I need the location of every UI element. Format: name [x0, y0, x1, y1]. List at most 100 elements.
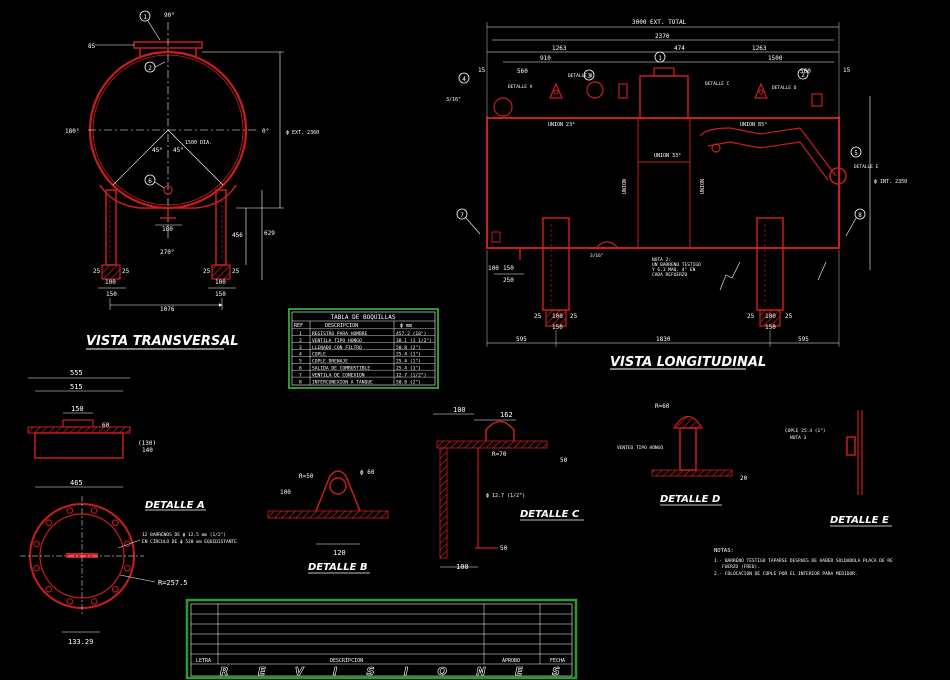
- bolt-hole: [124, 540, 131, 548]
- svg-text:120: 120: [333, 549, 346, 557]
- bolt-hole: [66, 507, 74, 514]
- svg-text:45°: 45°: [173, 147, 184, 154]
- table-cell: 25.4 (1"): [396, 366, 421, 372]
- svg-text:270°: 270°: [160, 249, 174, 256]
- table-cell: 12.7 (1/2"): [396, 372, 426, 378]
- svg-text:133.29: 133.29: [68, 638, 93, 646]
- svg-text:50: 50: [560, 457, 568, 464]
- svg-text:COPLE 25.4 (1"): COPLE 25.4 (1"): [785, 428, 826, 434]
- svg-text:6: 6: [148, 178, 152, 185]
- svg-text:2.- COLOCACION DE COPLE POR EL: 2.- COLOCACION DE COPLE POR EL INTERIOR …: [714, 571, 858, 577]
- svg-text:ϕ mm: ϕ mm: [400, 323, 412, 329]
- svg-text:150: 150: [215, 291, 226, 298]
- svg-text:EN CIRCULO DE ϕ 520 mm EQUIDIS: EN CIRCULO DE ϕ 520 mm EQUIDISTANTE: [142, 539, 237, 545]
- svg-text:1.- BARRENO TESTIGO TAPARSE DE: 1.- BARRENO TESTIGO TAPARSE DESPUES DE H…: [714, 558, 893, 564]
- bolt-hole: [33, 564, 40, 572]
- svg-text:R=60: R=60: [655, 403, 670, 410]
- svg-text:560: 560: [800, 68, 811, 75]
- svg-text:APROBO: APROBO: [502, 658, 520, 664]
- svg-text:629: 629: [264, 230, 275, 237]
- balloon-7: 7: [456, 208, 481, 235]
- svg-text:UNION: UNION: [622, 179, 628, 194]
- balloon-5: 5: [850, 146, 862, 158]
- svg-text:Y 6.3 MAQ. 4" EN: Y 6.3 MAQ. 4" EN: [652, 267, 696, 273]
- svg-text:474: 474: [674, 45, 685, 52]
- svg-text:456: 456: [232, 232, 243, 239]
- table-cell: 50.8 (2"): [396, 345, 421, 351]
- svg-text:162: 162: [500, 411, 513, 419]
- detalle-a: 555 515 150 60 (130) 140 465 DETALLE A 1…: [20, 369, 237, 646]
- svg-text:DETALLE D: DETALLE D: [772, 85, 797, 91]
- svg-text:1830: 1830: [656, 336, 671, 343]
- svg-text:25: 25: [122, 268, 130, 275]
- svg-text:100: 100: [280, 489, 291, 496]
- svg-text:20: 20: [740, 475, 748, 482]
- svg-text:560: 560: [517, 68, 528, 75]
- title-detalle-a: DETALLE A: [145, 500, 205, 511]
- svg-text:465: 465: [70, 479, 83, 487]
- svg-text:25: 25: [232, 268, 240, 275]
- svg-text:1: 1: [143, 14, 147, 21]
- table-cell: 38.1 (1 1/2"): [396, 338, 432, 344]
- svg-text:DETALLE C: DETALLE C: [705, 81, 730, 87]
- svg-text:DESCRIPCION: DESCRIPCION: [325, 323, 358, 329]
- table-cell: 457.2 (18"): [396, 331, 426, 337]
- svg-text:DETALLE B: DETALLE B: [568, 73, 593, 79]
- detalle-b: R=50 ϕ 60 100 120 DETALLE B: [267, 469, 389, 574]
- table-cell: 4: [299, 352, 302, 358]
- notes: NOTAS: 1.- BARRENO TESTIGO TAPARSE DESPU…: [714, 548, 893, 577]
- svg-text:VENTEO TIPO HONGO: VENTEO TIPO HONGO: [617, 445, 663, 451]
- svg-text:150: 150: [552, 324, 563, 331]
- table-cell: 6: [299, 366, 302, 372]
- svg-text:150: 150: [765, 324, 776, 331]
- table-cell: COPLE DRENAJE: [312, 359, 348, 365]
- svg-text:UNION 85°: UNION 85°: [740, 122, 767, 128]
- balloon-4: 4: [458, 72, 470, 84]
- detalle-c: 100 162 R=70 50 ϕ 12.7 (1/2") 50 100 DET…: [433, 406, 584, 571]
- svg-text:12 BARRENOS DE ϕ 12.5 mm (1/2": 12 BARRENOS DE ϕ 12.5 mm (1/2"): [142, 532, 226, 538]
- svg-text:85: 85: [88, 43, 96, 50]
- svg-text:UNION 33°: UNION 33°: [654, 153, 681, 159]
- svg-text:ϕ EXT. 2360: ϕ EXT. 2360: [286, 130, 319, 136]
- title-detalle-e: DETALLE E: [830, 515, 889, 526]
- table-cell: VENTILA TIPO HONGO: [312, 338, 362, 344]
- title-detalle-b: DETALLE B: [308, 562, 368, 573]
- svg-text:150: 150: [503, 265, 514, 272]
- balloon-1: 1: [139, 10, 161, 41]
- svg-text:NOTA 2:: NOTA 2:: [652, 257, 671, 263]
- svg-text:1: 1: [658, 55, 662, 62]
- svg-text:REF: REF: [294, 323, 303, 329]
- balloon-3: 3: [583, 69, 595, 81]
- svg-text:3: 3: [587, 73, 591, 80]
- svg-text:4: 4: [462, 76, 466, 83]
- svg-text:25: 25: [534, 313, 542, 320]
- svg-text:180: 180: [162, 226, 173, 233]
- detalle-d: R=60 VENTEO TIPO HONGO 20 DETALLE D: [617, 403, 748, 506]
- svg-text:910: 910: [540, 55, 551, 62]
- svg-text:90°: 90°: [164, 12, 175, 19]
- svg-text:1076: 1076: [160, 306, 175, 313]
- table-cell: 1: [299, 331, 302, 337]
- table-cell: 5: [299, 359, 302, 365]
- svg-text:R=257.5: R=257.5: [158, 579, 188, 587]
- balloon-2: 2: [144, 61, 166, 73]
- table-cell: SALIDA DE COMBUSTIBLE: [312, 366, 370, 372]
- svg-text:15: 15: [478, 67, 486, 74]
- table-cell: 2: [299, 338, 302, 344]
- bolt-hole: [45, 585, 53, 593]
- table-cell: 8: [299, 379, 302, 385]
- svg-text:2: 2: [148, 65, 152, 72]
- svg-text:DETALLE A: DETALLE A: [508, 84, 533, 90]
- svg-text:ϕ 12.7 (1/2"): ϕ 12.7 (1/2"): [486, 493, 525, 499]
- table-cell: 3: [299, 345, 302, 351]
- svg-text:ϕ 60: ϕ 60: [360, 469, 375, 476]
- table-title: TABLA DE BOQUILLAS: [330, 314, 395, 321]
- svg-text:1263: 1263: [552, 45, 567, 52]
- bolt-hole: [90, 507, 98, 514]
- table-cell: INTERCONEXION A TANQUE: [312, 379, 373, 385]
- svg-text:UNION 23°: UNION 23°: [548, 122, 575, 128]
- svg-text:25: 25: [570, 313, 578, 320]
- svg-text:100: 100: [552, 313, 563, 320]
